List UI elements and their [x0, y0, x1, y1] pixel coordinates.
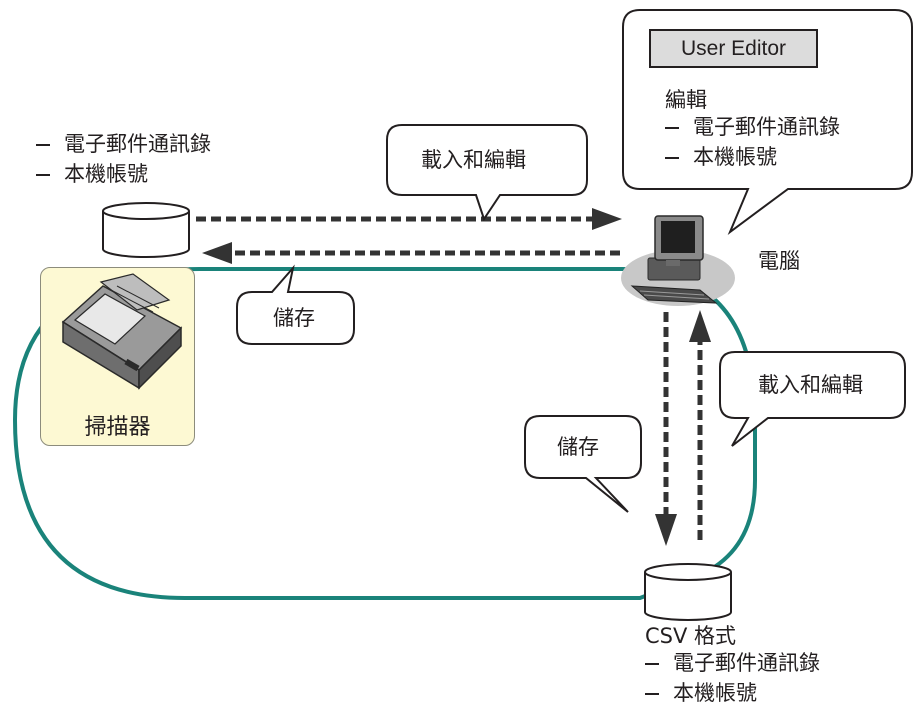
dash-bullet	[645, 663, 659, 665]
dash-bullet	[645, 693, 659, 695]
arrow-to-csv-storage	[655, 312, 677, 546]
callout-load-edit-right	[719, 351, 906, 447]
dash-bullet	[665, 127, 679, 129]
list-item: 電子郵件通訊錄	[645, 648, 820, 678]
callout-save-bottom	[524, 415, 642, 513]
arrow-to-computer	[196, 208, 622, 230]
dash-bullet	[36, 144, 50, 146]
arrow-to-computer-from-csv	[689, 310, 711, 540]
computer-label: 電腦	[758, 249, 800, 273]
callout-load-edit-top	[386, 124, 588, 222]
scanner-storage-list: 電子郵件通訊錄 本機帳號	[36, 129, 211, 189]
pc-edit-list: 電子郵件通訊錄 本機帳號	[665, 112, 840, 172]
callout-load-edit-top-text: 載入和編輯	[421, 148, 526, 172]
computer-icon	[621, 215, 735, 306]
scanner-storage-cylinder	[102, 202, 190, 258]
list-item: 電子郵件通訊錄	[36, 129, 211, 159]
dash-bullet	[36, 174, 50, 176]
user-editor-label: User Editor	[649, 29, 818, 68]
callout-save-left-text: 儲存	[273, 306, 315, 330]
csv-storage-cylinder	[644, 563, 732, 621]
list-item: 本機帳號	[665, 142, 840, 172]
callout-save-left	[236, 264, 355, 345]
list-item: 電子郵件通訊錄	[665, 112, 840, 142]
arrow-to-scanner-storage	[202, 242, 620, 264]
callout-save-bottom-text: 儲存	[557, 435, 599, 459]
scanner-panel: 掃描器	[40, 267, 195, 446]
dash-bullet	[665, 157, 679, 159]
scanner-icon	[61, 273, 183, 390]
callout-load-edit-right-text: 載入和編輯	[758, 373, 863, 397]
list-item: 本機帳號	[36, 159, 211, 189]
csv-storage-list: 電子郵件通訊錄 本機帳號	[645, 648, 820, 708]
edit-heading: 編輯	[665, 88, 707, 112]
list-item: 本機帳號	[645, 678, 820, 708]
csv-format-label: CSV 格式	[645, 624, 737, 648]
scanner-label: 掃描器	[84, 415, 151, 440]
